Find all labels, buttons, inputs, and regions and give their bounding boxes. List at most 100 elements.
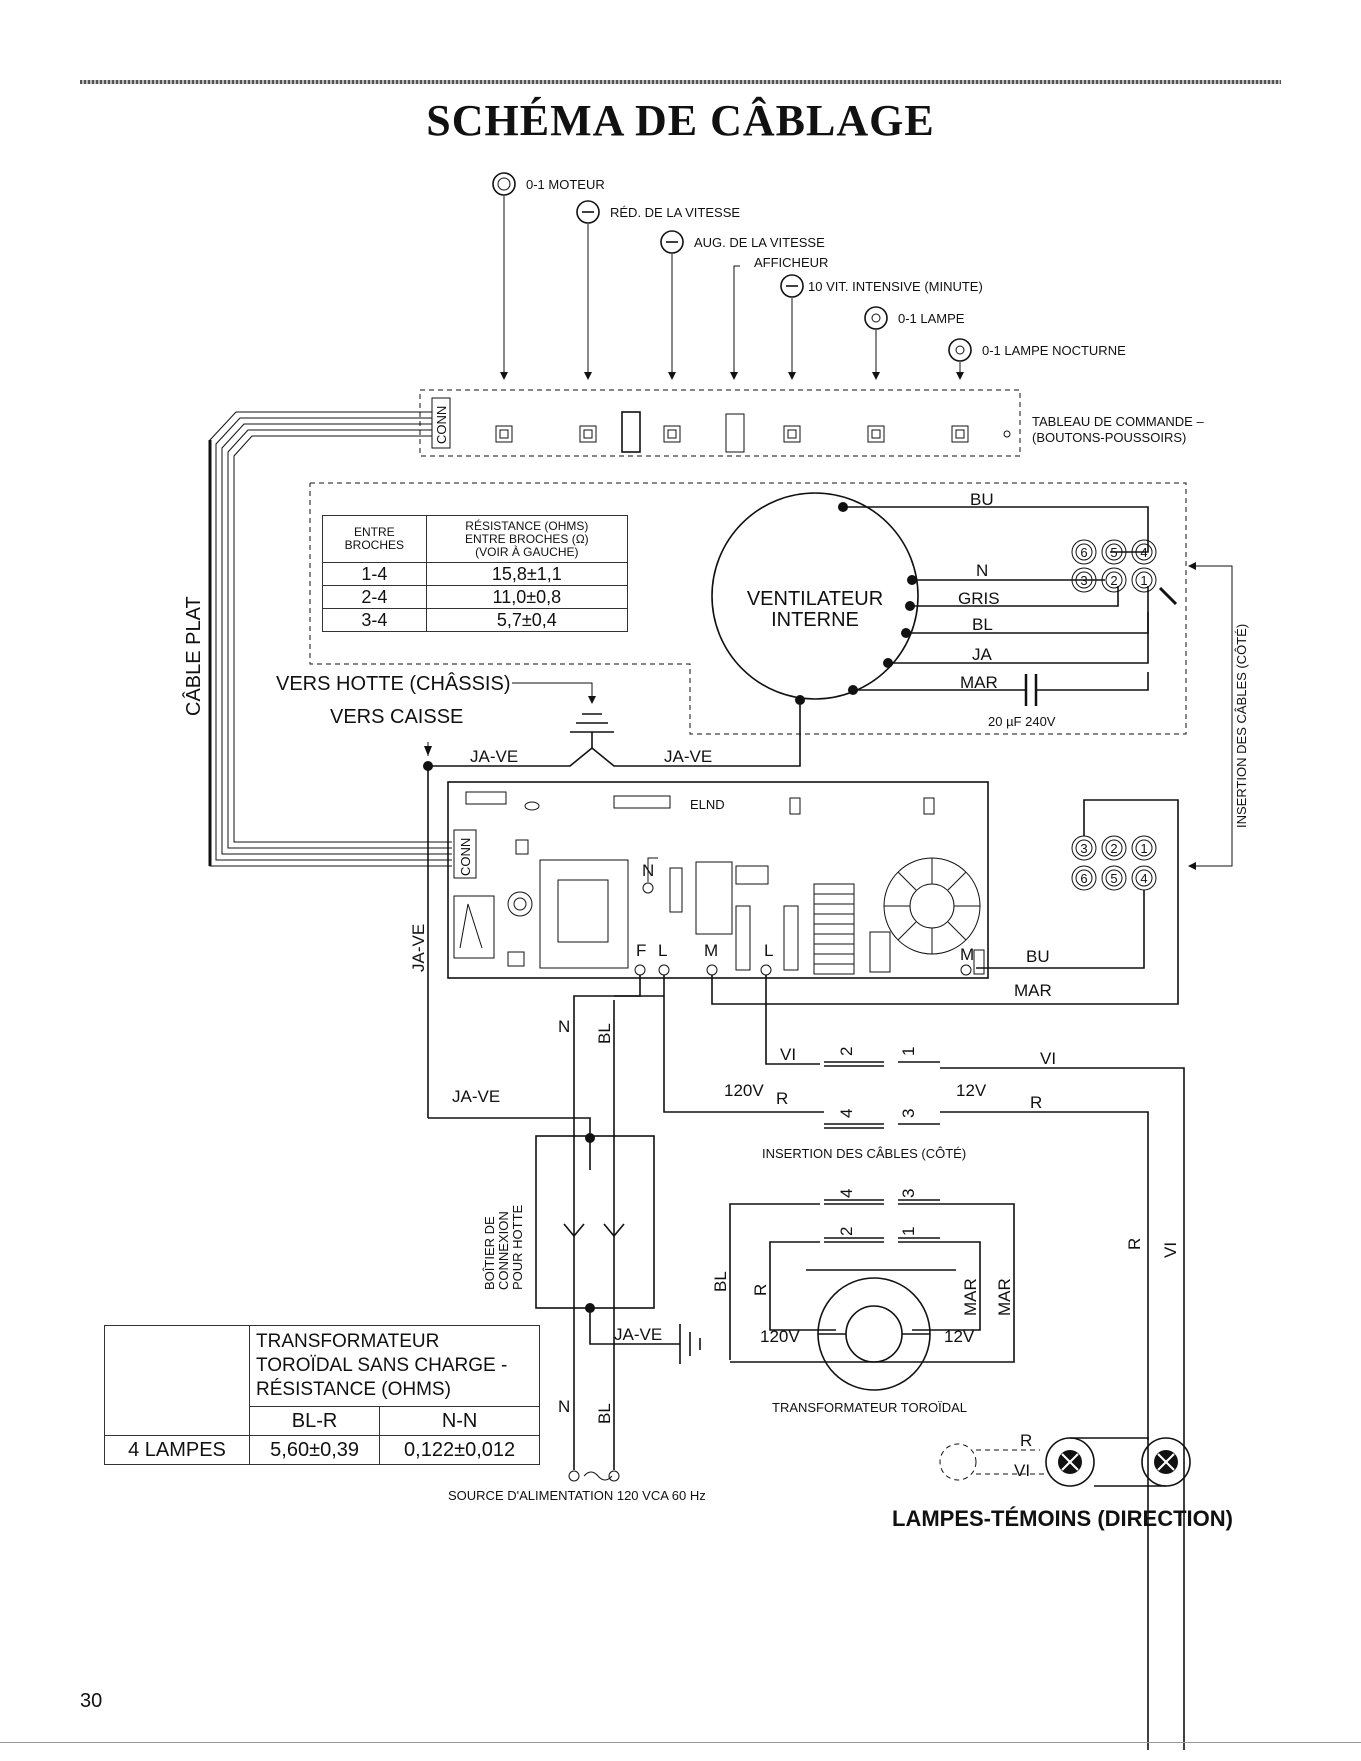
svg-text:2: 2 [837, 1227, 856, 1236]
tx-r: R [751, 1284, 770, 1296]
col-header-resistance: RÉSISTANCE (OHMS)ENTRE BROCHES (Ω)(VOIR … [425, 515, 629, 563]
svg-text:2: 2 [1110, 841, 1117, 856]
right-vi: VI [1161, 1242, 1180, 1258]
label-aug-vitesse: AUG. DE LA VITESSE [694, 235, 825, 250]
svg-text:2: 2 [837, 1047, 856, 1056]
minus-icon [780, 274, 804, 298]
svg-text:6: 6 [1080, 545, 1087, 560]
vers-hotte: VERS HOTTE (CHÂSSIS) [276, 672, 510, 695]
lower-bl2: BL [595, 1403, 614, 1424]
svg-text:3: 3 [1080, 841, 1087, 856]
wire-mar: MAR [960, 673, 998, 692]
panel-conn: CONN [434, 406, 449, 444]
button-icons: 0-1 MOTEUR RÉD. DE LA VITESSE AUG. DE LA… [492, 172, 1126, 362]
label-moteur: 0-1 MOTEUR [526, 177, 605, 192]
ja-ve-left: JA-VE [470, 747, 518, 766]
board-bu: BU [1026, 947, 1050, 966]
wire-gris: GRIS [958, 589, 1000, 608]
lower-vi-right: VI [1040, 1049, 1056, 1068]
label-lampe: 0-1 LAMPE [898, 311, 965, 326]
col-bl-r: BL-R [248, 1406, 381, 1436]
pin-m: M [704, 941, 718, 960]
power-icon [492, 172, 516, 196]
svg-text:BOÎTIER DE: BOÎTIER DE [482, 1216, 497, 1290]
col-n-n: N-N [379, 1406, 540, 1436]
indicator-lamps [939, 1437, 1191, 1487]
pin-f: F [636, 941, 646, 960]
tx-caption: TRANSFORMATEUR TOROÏDAL [772, 1400, 967, 1415]
page-title: SCHÉMA DE CÂBLAGE [426, 96, 935, 145]
top-rule [80, 80, 1281, 84]
power-source: SOURCE D'ALIMENTATION 120 VCA 60 Hz [448, 1488, 706, 1503]
lower-vi: VI [780, 1045, 796, 1064]
tx-mar2: MAR [995, 1278, 1014, 1316]
lower-r-right: R [1030, 1093, 1042, 1112]
wire-n: N [976, 561, 988, 580]
wire-bu: BU [970, 490, 994, 509]
lower-n: N [558, 1017, 570, 1036]
board-mar: MAR [1014, 981, 1052, 1000]
board-elnd: ELND [690, 797, 725, 812]
lower-120v: 120V [724, 1081, 764, 1100]
ja-ve-right: JA-VE [664, 747, 712, 766]
wire-bl: BL [972, 615, 993, 634]
capacitor-label: 20 µF 240V [988, 714, 1056, 729]
label-lampe-nocturne: 0-1 LAMPE NOCTURNE [982, 343, 1126, 358]
bottom-rule [0, 1742, 1361, 1743]
tx-120v: 120V [760, 1327, 800, 1346]
vers-caisse: VERS CAISSE [330, 706, 463, 728]
svg-text:1: 1 [1140, 573, 1147, 588]
toroidal-transformer [729, 1199, 1015, 1391]
svg-text:4: 4 [1140, 545, 1147, 560]
tx-mar1: MAR [961, 1278, 980, 1316]
cable-plat-label: CÂBLE PLAT [182, 596, 205, 716]
svg-text:1: 1 [1140, 841, 1147, 856]
lower-r: R [776, 1089, 788, 1108]
fan-motor [711, 492, 919, 700]
svg-text:1: 1 [899, 1227, 918, 1236]
right-r: R [1125, 1238, 1144, 1250]
svg-text:2: 2 [1110, 573, 1117, 588]
night-lamp-icon [948, 338, 972, 362]
pin-l2: L [764, 941, 773, 960]
svg-text:4: 4 [837, 1109, 856, 1118]
svg-text:5: 5 [1110, 871, 1117, 886]
pin-l: L [658, 941, 667, 960]
minus-icon [660, 230, 684, 254]
table-row: 4 LAMPES 5,60±0,39 0,122±0,012 [104, 1435, 540, 1465]
lamp-r: R [1020, 1431, 1032, 1450]
lower-12v: 12V [956, 1081, 987, 1100]
connector-board: 3 2 1 6 5 4 [1071, 835, 1157, 891]
lower-bl: BL [595, 1023, 614, 1044]
fan-label-1: VENTILATEUR [747, 588, 883, 610]
svg-text:1: 1 [899, 1047, 918, 1056]
svg-text:CONNEXION: CONNEXION [496, 1211, 511, 1290]
panel-label-2: (BOUTONS-POUSSOIRS) [1032, 430, 1186, 445]
ja-ve-lower: JA-VE [452, 1087, 500, 1106]
wire-ja: JA [972, 645, 993, 664]
svg-text:3: 3 [899, 1189, 918, 1198]
svg-text:6: 6 [1080, 871, 1087, 886]
flat-cable [209, 411, 452, 867]
lower-n2: N [558, 1397, 570, 1416]
ja-ve-ground: JA-VE [614, 1325, 662, 1344]
panel-label-1: TABLEAU DE COMMANDE – [1032, 414, 1204, 429]
svg-text:5: 5 [1110, 545, 1117, 560]
connector-top: 6 5 4 3 2 1 [1071, 539, 1178, 606]
insertion-cote-label: INSERTION DES CÂBLES (CÔTÉ) [1234, 624, 1249, 828]
svg-text:3: 3 [1080, 573, 1087, 588]
label-red-vitesse: RÉD. DE LA VITESSE [610, 205, 740, 220]
svg-text:4: 4 [1140, 871, 1147, 886]
lamp-icon [864, 306, 888, 330]
lamp-vi: VI [1014, 1461, 1030, 1480]
control-panel: CONN [419, 389, 1021, 457]
label-afficheur: AFFICHEUR [754, 255, 828, 270]
ja-ve-vertical: JA-VE [409, 924, 428, 972]
